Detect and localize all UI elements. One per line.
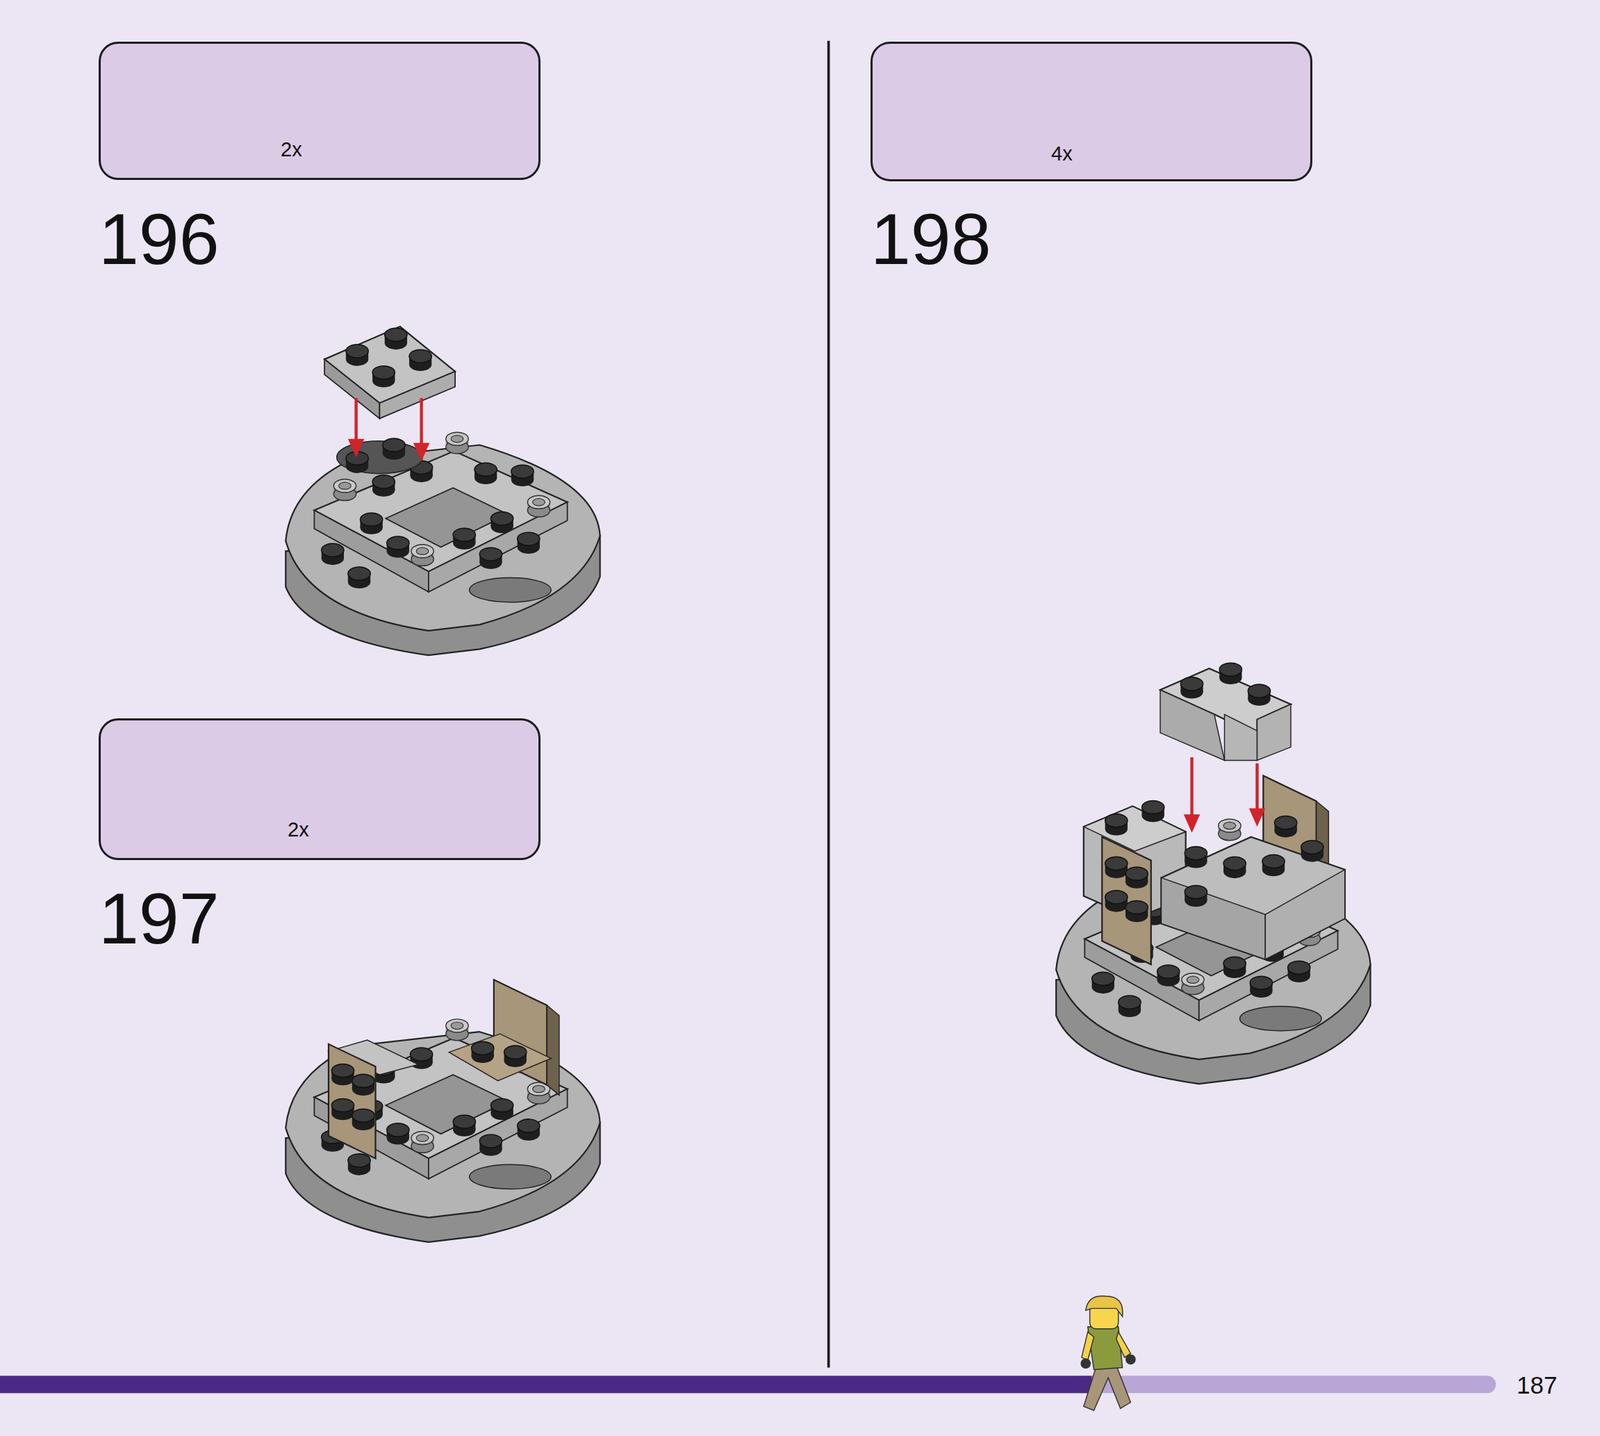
divider [827, 40, 831, 1368]
parts-callout-box: 2x [98, 41, 541, 180]
step-198-model [1056, 662, 1371, 1084]
step-196-model [285, 326, 600, 656]
minifigure [1080, 1295, 1136, 1411]
step-number: 198 [870, 202, 992, 276]
page-number: 187 [1516, 1372, 1557, 1398]
progress-bar [1071, 1375, 1496, 1393]
step-number: 196 [98, 202, 220, 276]
step-197-model [285, 979, 600, 1243]
step-number: 197 [98, 882, 220, 955]
parts-callout-box: 2x [98, 718, 541, 861]
part-quantity: 2x [287, 818, 310, 842]
parts-callout-box: 4x [870, 41, 1313, 182]
part-quantity: 2x [280, 138, 303, 162]
part-quantity: 4x [1051, 142, 1073, 166]
progress-bar [0, 1375, 1093, 1393]
